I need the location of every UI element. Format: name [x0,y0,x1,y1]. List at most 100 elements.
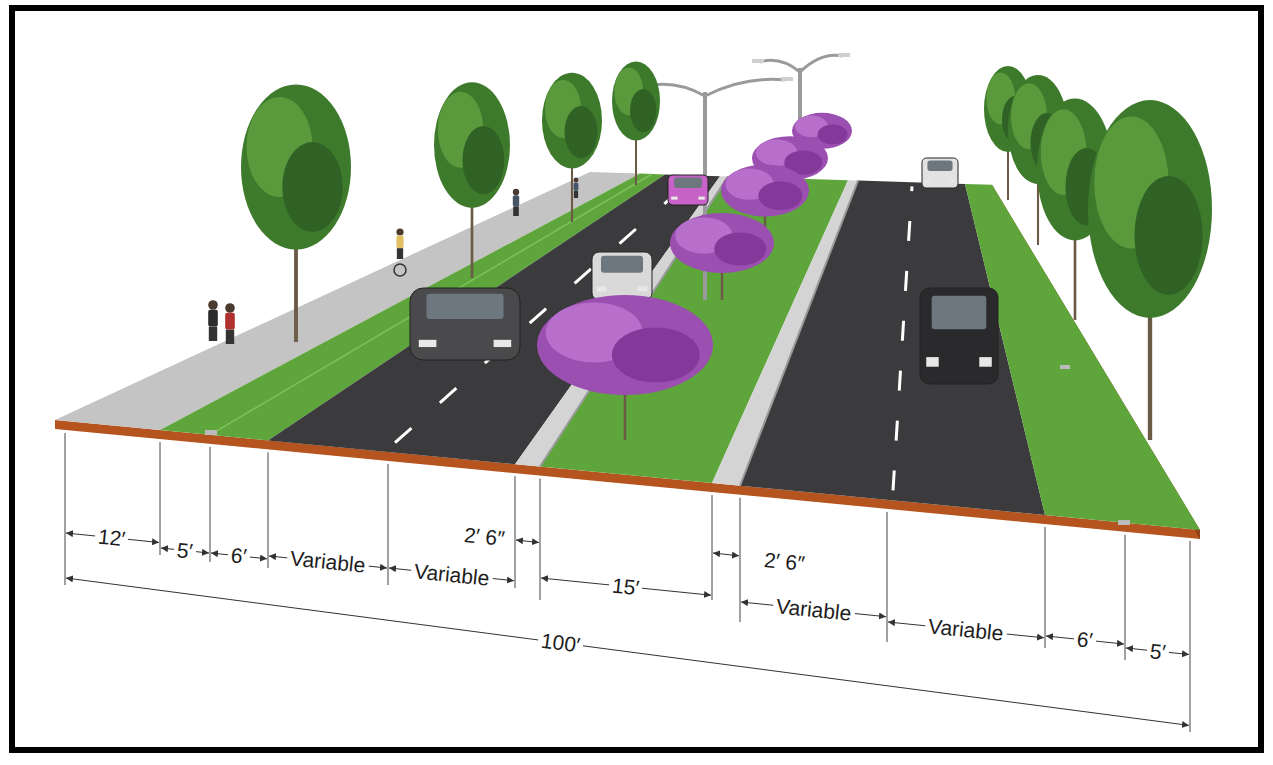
utility-box [205,430,217,435]
flowering-crown [818,124,848,144]
person-body [513,195,519,206]
dimension-label: Variable [772,594,855,626]
car [922,158,958,188]
dimension-label: Variable [286,546,369,578]
dimension-label: 6′ [1073,627,1097,653]
tree-crown [463,126,505,194]
person-legs [574,191,578,198]
car-light [597,287,607,292]
light-head [781,77,793,81]
light-arm [760,60,800,72]
person-head [574,178,579,183]
tree-crown [630,89,656,132]
extension-line [887,512,888,642]
dimension-line [516,540,539,543]
bicycle-wheel [394,264,406,276]
light-head [838,53,850,57]
suv [920,288,998,384]
person-body [574,182,579,190]
car [410,288,520,360]
street-trees [241,61,1212,440]
tree-crown [542,73,602,169]
person-legs [397,248,403,259]
extension-line [1190,541,1191,732]
car [592,252,652,300]
person-body [396,236,403,249]
extension-line [388,464,389,585]
extension-line [160,442,161,555]
street-lights [639,53,850,300]
car-light [949,180,955,183]
utility-box [1060,365,1070,369]
extension-line [540,479,541,600]
flowering-crown [612,328,700,383]
extension-line [65,433,66,585]
dimension-label: 100′ [536,628,584,658]
flowering-crown [714,233,766,266]
car-window [927,160,952,171]
flowering-crown [670,213,774,273]
tree-crown [434,82,510,207]
person-head [513,189,519,195]
person-legs [226,330,234,344]
car-light [638,287,648,292]
car-window [932,296,987,330]
person-legs [513,206,519,216]
dimension-label: 5′ [1146,639,1170,665]
dimension-label: Variable [924,614,1007,646]
car [668,175,708,205]
car-light [698,197,704,200]
car-light [979,357,991,367]
flowering-crown [758,182,802,211]
extension-line [740,498,741,622]
person-head [225,303,235,313]
light-head [752,59,764,63]
dimension-line [713,553,739,556]
tree-crown [1088,100,1212,318]
light-arm [800,55,842,72]
lane-marking [893,186,912,490]
tree-crown [241,85,351,250]
tree-crown [565,106,598,158]
person-legs [209,327,217,341]
frame [12,8,1261,750]
utility-box [1118,520,1130,525]
dimension-label: 2′ 6″ [460,523,509,552]
car-light [419,340,437,347]
car-window [674,177,702,188]
extension-line [1045,527,1046,648]
car-light [494,340,512,347]
extension-line [712,495,713,600]
extension-line [268,452,269,568]
dimension-label: 2′ 6″ [760,548,809,577]
car-window [601,256,643,273]
dimension-line [66,578,1189,725]
extension-line [210,447,211,562]
dimension-label: 15′ [608,573,644,600]
light-arm [705,79,785,96]
flowering-crown [721,165,809,217]
person-body [208,310,218,327]
ground-surface [55,172,1200,539]
person-head [396,228,403,235]
pedestrians [208,178,578,344]
dimension-lines [65,433,1190,732]
extension-line [1125,535,1126,660]
car-window [427,294,504,319]
dimension-label: 5′ [173,538,197,564]
car-light [926,357,938,367]
tree-crown [612,61,660,140]
car-light [925,180,931,183]
flowering-crown [537,295,713,395]
tree-crown [1135,176,1203,295]
dimension-label: 12′ [94,524,130,551]
car-light [671,197,677,200]
dimension-label: 6′ [227,543,251,569]
person-body [225,313,235,330]
tree-crown [282,142,343,232]
person-head [208,300,218,310]
dimension-label: Variable [410,559,493,591]
extension-line [515,476,516,588]
